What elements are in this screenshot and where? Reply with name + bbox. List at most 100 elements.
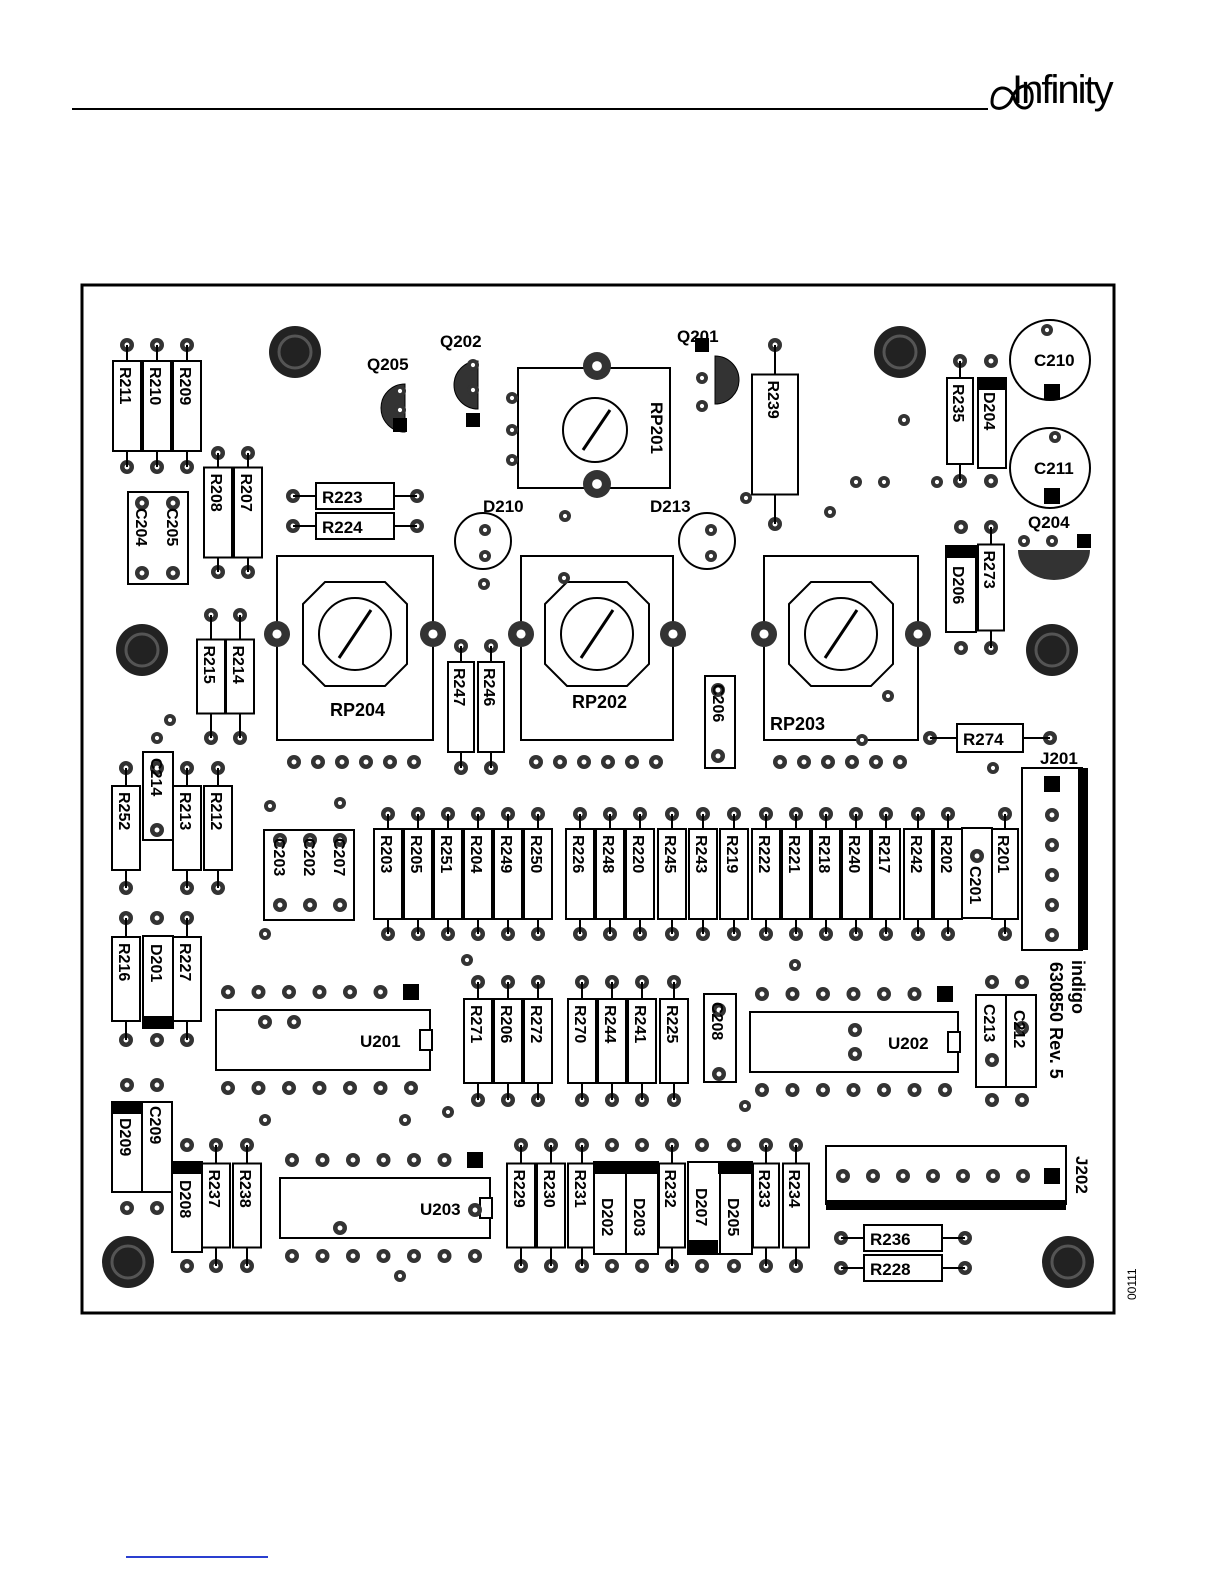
component-body xyxy=(111,785,141,871)
component-label: D202 xyxy=(598,1198,615,1236)
ic-body xyxy=(749,1011,959,1073)
component-label: J201 xyxy=(1040,749,1078,768)
component-label: R206 xyxy=(497,1005,514,1043)
component-label: R219 xyxy=(723,835,740,873)
component-label: R272 xyxy=(527,1005,544,1043)
component-body xyxy=(433,828,463,920)
component-body xyxy=(752,1162,780,1249)
component-label: R252 xyxy=(115,792,132,830)
led-body xyxy=(454,512,512,570)
component-label: R234 xyxy=(785,1170,802,1208)
component-label: R247 xyxy=(450,668,467,706)
component-label: R249 xyxy=(497,835,514,873)
component-body xyxy=(871,828,901,920)
component-label: D204 xyxy=(980,392,997,430)
component-label: R231 xyxy=(571,1170,588,1208)
component-body xyxy=(719,828,749,920)
component-label: R227 xyxy=(176,943,193,981)
component-label: C213 xyxy=(980,1004,997,1042)
component-label: D201 xyxy=(147,944,164,982)
component-body xyxy=(688,828,718,920)
component-label: R224 xyxy=(322,518,363,537)
component-label: R273 xyxy=(980,551,997,589)
component-label: C209 xyxy=(146,1106,163,1144)
square-pad xyxy=(1044,384,1060,400)
component-body xyxy=(203,785,233,871)
component-body xyxy=(751,373,799,496)
component-body xyxy=(751,828,781,920)
component-label: R209 xyxy=(176,367,193,405)
component-label: D206 xyxy=(949,566,966,604)
component-body xyxy=(493,998,523,1084)
square-pad xyxy=(937,986,953,1002)
component-label: C205 xyxy=(163,508,180,546)
component-label: R223 xyxy=(322,488,363,507)
component-body xyxy=(463,998,493,1084)
component-label: C212 xyxy=(1010,1010,1027,1048)
component-label: RP204 xyxy=(330,700,385,720)
component-label: R271 xyxy=(467,1005,484,1043)
capacitor-body xyxy=(1009,427,1091,509)
component-label: R251 xyxy=(437,835,454,873)
component-label: C202 xyxy=(300,838,317,876)
ic-body xyxy=(279,1177,491,1239)
component-label: C207 xyxy=(330,838,347,876)
component-label: R239 xyxy=(764,381,781,419)
component-body xyxy=(523,828,553,920)
component-label: R214 xyxy=(229,646,246,684)
square-pad xyxy=(403,984,419,1000)
component-body xyxy=(903,828,933,920)
component-body xyxy=(956,723,1024,753)
component-label: R220 xyxy=(629,835,646,873)
component-body xyxy=(659,998,689,1084)
component-body xyxy=(493,828,523,920)
component-body xyxy=(201,1162,231,1249)
component-label: R212 xyxy=(207,792,224,830)
component-label: R204 xyxy=(467,835,484,873)
component-label: Q204 xyxy=(1028,513,1070,532)
component-label: R246 xyxy=(480,668,497,706)
component-label: Q205 xyxy=(367,355,409,374)
component-body xyxy=(477,661,505,753)
component-label: R208 xyxy=(207,474,224,512)
led-body xyxy=(678,512,736,570)
component-label: R274 xyxy=(963,730,1004,749)
component-body xyxy=(373,828,403,920)
mounting-hole xyxy=(269,326,321,378)
component-label: J202 xyxy=(1072,1156,1091,1194)
component-label: U202 xyxy=(888,1034,929,1053)
infinity-logo-icon xyxy=(990,84,1034,110)
component-label: R236 xyxy=(870,1230,911,1249)
square-pad xyxy=(1044,1168,1060,1184)
brand-wordmark: Infinity xyxy=(1012,68,1114,112)
component-body xyxy=(863,1254,943,1282)
component-body xyxy=(536,1162,566,1249)
component-label: R213 xyxy=(176,792,193,830)
component-body xyxy=(841,828,871,920)
component-body xyxy=(991,828,1019,920)
component-label: R270 xyxy=(571,1005,588,1043)
component-body xyxy=(403,828,433,920)
component-label: R222 xyxy=(755,835,772,873)
component-body xyxy=(781,828,811,920)
component-label: R241 xyxy=(631,1005,648,1043)
component-label: C206 xyxy=(709,684,726,722)
square-pad xyxy=(393,418,407,432)
component-body xyxy=(863,1224,943,1252)
mounting-hole xyxy=(874,326,926,378)
component-label: C214 xyxy=(147,758,164,796)
component-label: R210 xyxy=(146,367,163,405)
component-body xyxy=(977,543,1005,632)
component-label: R245 xyxy=(661,835,678,873)
component-label: R218 xyxy=(815,835,832,873)
component-body xyxy=(625,828,655,920)
component-label: R228 xyxy=(870,1260,911,1279)
component-label: R242 xyxy=(907,835,924,873)
square-pad xyxy=(1077,534,1091,548)
component-label: R229 xyxy=(510,1170,527,1208)
component-body xyxy=(658,1162,686,1249)
component-label: R217 xyxy=(875,835,892,873)
component-label: D205 xyxy=(724,1198,741,1236)
component-body xyxy=(111,936,141,1022)
mounting-hole xyxy=(1026,624,1078,676)
